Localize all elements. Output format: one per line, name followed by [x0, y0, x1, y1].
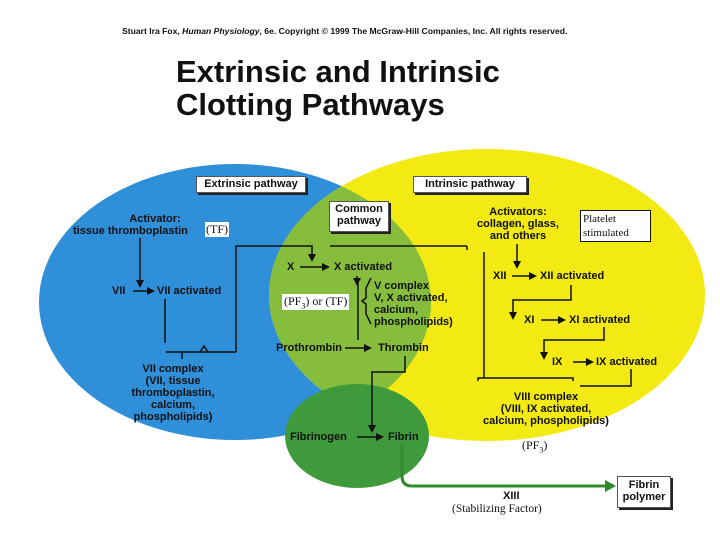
v-complex-line-1: V complex: [374, 280, 430, 292]
factor-vii: VII: [112, 285, 126, 297]
pf3-or-tf-note: (PF3) or (TF): [282, 294, 350, 311]
factor-ix: IX: [552, 356, 563, 368]
factor-x-activated: X activated: [334, 261, 393, 273]
platelet-stimulated-note: Platelet stimulated: [580, 210, 651, 242]
common-pathway-header: Common pathway: [329, 201, 389, 232]
pf3-note-close: ): [543, 438, 548, 452]
intrinsic-pathway-header: Intrinsic pathway: [413, 176, 527, 193]
vii-complex-line-5: phospholipids): [133, 411, 213, 423]
vii-complex: VII complex (VII, tissue thromboplastin,…: [118, 363, 228, 423]
vii-complex-line-2: (VII, tissue: [145, 375, 201, 387]
thrombin-label: Thrombin: [378, 342, 429, 354]
factor-xii: XII: [493, 270, 507, 282]
intrinsic-activators: Activators: collagen, glass, and others: [470, 206, 566, 242]
platelet-note-line-2: stimulated: [583, 227, 629, 239]
fibrinogen-label: Fibrinogen: [290, 431, 347, 443]
tf-note: (TF): [205, 222, 229, 237]
prothrombin-label: Prothrombin: [276, 342, 342, 354]
factor-xiii: XIII: [503, 490, 520, 502]
fibrin-polymer-line-1: Fibrin: [628, 479, 660, 491]
fibrin-polymer-line-2: polymer: [622, 491, 666, 503]
intrinsic-activators-line-1: Activators:: [489, 206, 547, 218]
common-header-line-2: pathway: [336, 215, 381, 227]
viii-complex: VIII complex (VIII, IX activated, calciu…: [470, 391, 622, 427]
pf3-or-tf-subscript: 3: [301, 301, 306, 311]
v-complex-line-3: calcium,: [374, 304, 419, 316]
title-line-1: Extrinsic and Intrinsic: [176, 54, 500, 89]
fibrin-label: Fibrin: [388, 431, 419, 443]
factor-xi-activated: XI activated: [569, 314, 631, 326]
pf3-or-tf-open: (PF: [284, 294, 302, 308]
fibrin-polymer-box: Fibrin polymer: [617, 476, 671, 508]
factor-ix-activated: IX activated: [596, 356, 658, 368]
viii-complex-line-2: (VIII, IX activated,: [500, 403, 592, 415]
pf3-note-subscript: 3: [539, 445, 544, 455]
platelet-note-line-1: Platelet: [583, 213, 616, 225]
intrinsic-activators-line-3: and others: [489, 230, 547, 242]
fibrin-region: [285, 384, 429, 488]
v-complex: V complex V, X activated, calcium, phosp…: [374, 280, 453, 328]
factor-x: X: [287, 261, 295, 273]
factor-xi: XI: [524, 314, 535, 326]
vii-complex-line-3: thromboplastin,: [131, 387, 215, 399]
extrinsic-pathway-header: Extrinsic pathway: [196, 176, 306, 193]
intrinsic-activators-line-2: collagen, glass,: [477, 218, 559, 230]
title-line-2: Clotting Pathways: [176, 87, 445, 122]
vii-complex-line-1: VII complex: [142, 363, 204, 375]
factor-vii-activated: VII activated: [157, 285, 222, 297]
extrinsic-activator-line-2: tissue thromboplastin: [73, 225, 188, 237]
stabilizing-factor-label: (Stabilizing Factor): [452, 503, 542, 515]
common-header-line-1: Common: [335, 203, 383, 215]
pf3-note: (PF3): [522, 438, 547, 454]
pf3-note-open: (PF: [522, 438, 540, 452]
copyright-notice: Stuart Ira Fox, Human Physiology, 6e. Co…: [122, 26, 568, 36]
v-complex-line-2: V, X activated,: [374, 292, 448, 304]
factor-xii-activated: XII activated: [540, 270, 605, 282]
viii-complex-line-3: calcium, phospholipids): [483, 415, 609, 427]
v-complex-line-4: phospholipids): [374, 316, 453, 328]
viii-complex-line-1: VIII complex: [513, 391, 579, 403]
book-title: Human Physiology: [182, 26, 260, 36]
pf3-or-tf-close: ) or (TF): [305, 294, 348, 308]
extrinsic-activator: Activator:: [100, 213, 210, 225]
vii-complex-line-4: calcium,: [150, 399, 196, 411]
extrinsic-activator-line-1: Activator:: [129, 213, 181, 225]
